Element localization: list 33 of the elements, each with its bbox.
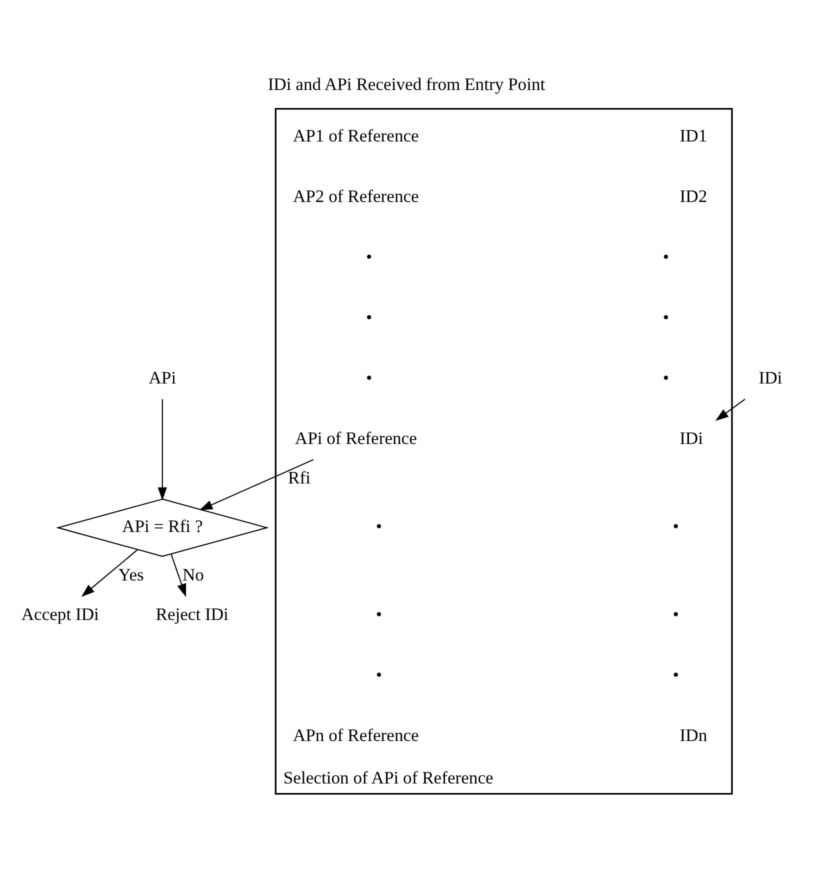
label: AP2 of Reference xyxy=(292,186,419,206)
diagram-title: IDi and APi Received from Entry Point xyxy=(268,73,546,94)
node-text: APi xyxy=(148,366,176,387)
label: • xyxy=(366,246,372,266)
label: • xyxy=(376,603,382,624)
arrow xyxy=(170,553,186,597)
node-text: IDi xyxy=(758,366,782,387)
label: APn of Reference xyxy=(292,724,419,744)
label: AP1 of Reference xyxy=(292,125,419,146)
label: • xyxy=(662,246,670,266)
node-text: APi of Reference xyxy=(294,427,417,448)
label: • xyxy=(672,515,679,536)
node-text: IDi xyxy=(680,427,704,448)
arrow xyxy=(199,458,314,510)
edge-label: Rfi xyxy=(288,467,311,488)
node-text: Accept IDi xyxy=(21,603,99,624)
arrow xyxy=(158,398,168,500)
label: • xyxy=(376,515,382,536)
label: • xyxy=(376,664,382,684)
label: ID1 xyxy=(680,125,708,146)
label: • xyxy=(366,366,372,387)
label: • xyxy=(662,306,670,326)
label: ID2 xyxy=(680,186,708,206)
label: • xyxy=(672,664,679,684)
edge-label: No xyxy=(182,564,204,584)
node-text: Reject IDi xyxy=(156,603,228,624)
label: IDn xyxy=(680,724,708,744)
arrow xyxy=(81,548,138,596)
edge-label: Yes xyxy=(118,564,144,584)
label: • xyxy=(662,366,670,387)
label: • xyxy=(672,603,679,624)
label: • xyxy=(366,306,372,326)
arrow xyxy=(715,398,746,420)
